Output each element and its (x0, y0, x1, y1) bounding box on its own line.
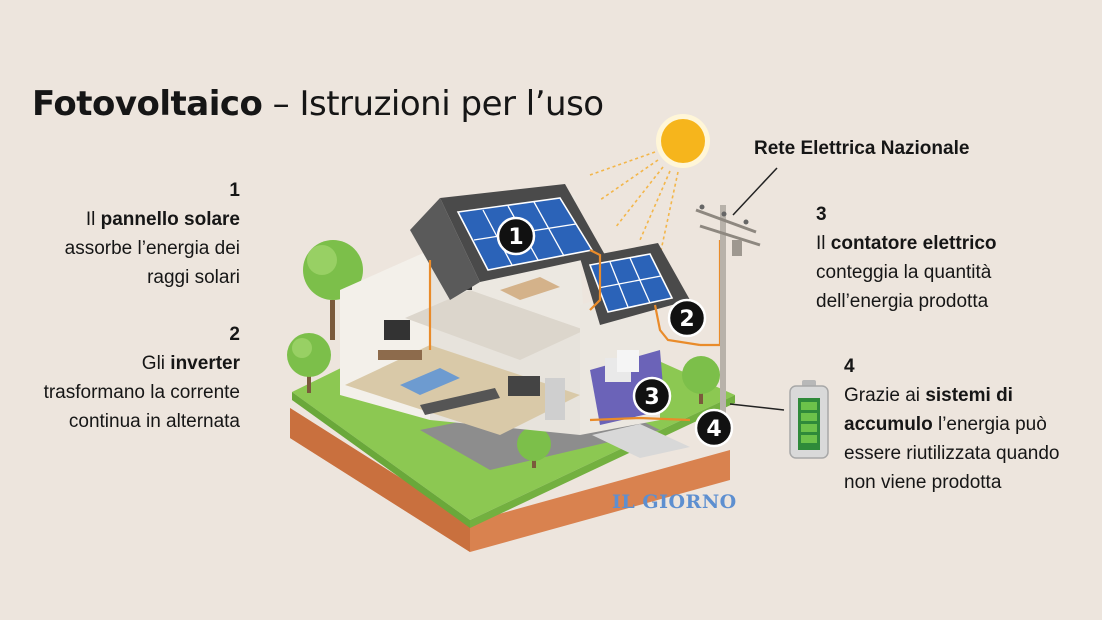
walkway (592, 424, 690, 458)
step-3-note: 3 Il contatore elettrico conteggia la qu… (816, 200, 1066, 316)
grid-label: Rete Elettrica Nazionale (754, 138, 970, 159)
battery-icon (789, 380, 829, 459)
step-2-bold: inverter (170, 353, 240, 374)
step-4-text: Grazie ai sistemi di accumulo l’energia … (844, 381, 1084, 497)
battery-leader-line (729, 403, 785, 411)
step-2-pre: Gli (141, 353, 171, 374)
badge-4: 4 (694, 408, 734, 448)
step-2-number: 2 (229, 324, 240, 345)
step-1-note: 1 Il pannello solare assorbe l’energia d… (40, 176, 240, 292)
title-bold: Fotovoltaico (32, 84, 263, 124)
title-separator: – (262, 84, 300, 124)
solar-panel-annex-icon (588, 253, 674, 313)
step-2-text: Gli inverter trasformano la corrente con… (40, 349, 240, 436)
il-giorno-logo: IL GIORNO (612, 491, 737, 513)
step-2-post: trasformano la corrente continua in alte… (43, 382, 240, 432)
step-4-note: 4 Grazie ai sistemi di accumulo l’energi… (844, 352, 1084, 497)
step-2-note: 2 Gli inverter trasformano la corrente c… (40, 320, 240, 436)
badge-2: 2 (667, 298, 707, 338)
page-title: Fotovoltaico – Istruzioni per l’uso (32, 84, 604, 124)
step-4-number: 4 (844, 356, 855, 377)
utility-pole-icon (695, 204, 761, 415)
step-1-bold: pannello solare (100, 209, 240, 230)
badge-1: 1 (496, 216, 536, 256)
step-3-post: conteggia la quantità dell’energia prodo… (816, 262, 992, 312)
tree-right-icon (682, 356, 720, 404)
badge-2-label: 2 (679, 307, 694, 332)
tree-left-small-icon (287, 333, 331, 393)
step-1-number: 1 (229, 180, 240, 201)
tree-front-icon (517, 427, 551, 468)
badge-3-label: 3 (644, 385, 659, 410)
step-1-pre: Il (85, 209, 101, 230)
step-3-text: Il contatore elettrico conteggia la quan… (816, 229, 1066, 316)
badge-1-label: 1 (508, 225, 523, 250)
step-1-post: assorbe l’energia dei raggi solari (64, 238, 240, 288)
tree-left-large-icon (303, 240, 363, 340)
step-3-bold: contatore elettrico (830, 233, 997, 254)
step-4-bold: sistemi di accumulo (844, 385, 1013, 435)
step-4-pre: Grazie ai (844, 385, 926, 406)
step-1-text: Il pannello solare assorbe l’energia dei… (40, 205, 240, 292)
badge-3: 3 (632, 376, 672, 416)
sun-rays (589, 151, 679, 256)
step-4-post: l’energia può essere riutilizzata quando… (844, 414, 1060, 493)
badge-4-label: 4 (706, 417, 721, 442)
grid-leader-line (732, 167, 778, 216)
title-light: Istruzioni per l’uso (299, 84, 604, 124)
step-3-number: 3 (816, 204, 827, 225)
step-3-pre: Il (816, 233, 831, 254)
sun-icon (656, 114, 710, 168)
